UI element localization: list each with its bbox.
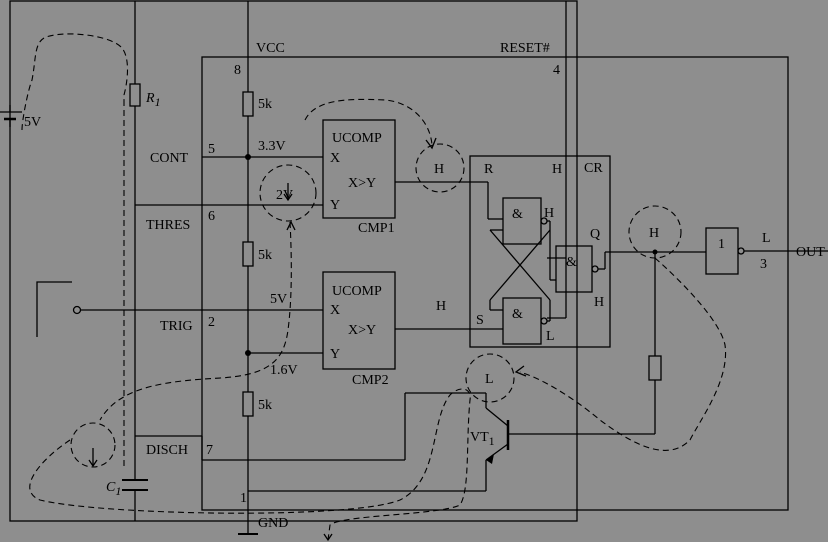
cr-box — [469, 155, 611, 348]
label-trig: TRIG — [160, 319, 193, 334]
label-r1: R1 — [145, 91, 161, 109]
cmp1-title: UCOMP — [332, 131, 382, 146]
label-h-gate1: H — [544, 206, 554, 221]
outer-frame — [9, 0, 578, 522]
pin-3: 3 — [760, 257, 767, 272]
dashed-circle-h-cmp1 — [415, 143, 465, 193]
label-cmp2: CMP2 — [352, 373, 389, 388]
pin-6: 6 — [208, 209, 215, 224]
label-5v-trig: 5V — [270, 292, 287, 307]
junction-trig-ref — [245, 350, 251, 356]
return-path — [29, 388, 471, 541]
label-3-3v: 3.3V — [258, 139, 286, 154]
cmp2-x: X — [330, 303, 340, 318]
r1-resistor — [129, 83, 141, 107]
gate3-symbol: & — [566, 255, 577, 270]
gate2-symbol: & — [512, 307, 523, 322]
pin-1: 1 — [240, 491, 247, 506]
label-disch: DISCH — [146, 443, 188, 458]
label-cmp1: CMP1 — [358, 221, 395, 236]
signal-path-vt — [519, 257, 727, 451]
label-vcc: VCC — [256, 41, 285, 56]
resistor-top — [242, 91, 254, 117]
cmp1-out: X>Y — [348, 176, 376, 191]
pin-5: 5 — [208, 142, 215, 157]
label-r-input: R — [484, 162, 494, 177]
label-s-input: S — [476, 313, 484, 328]
label-res-top: 5k — [258, 97, 272, 112]
cmp2-box — [322, 271, 396, 370]
pin-2: 2 — [208, 315, 215, 330]
dashed-circle-2v — [259, 164, 317, 222]
pin-7: 7 — [206, 443, 213, 458]
label-2v: 2V — [276, 188, 293, 203]
resistor-mid — [242, 241, 254, 267]
label-q: Q — [590, 227, 600, 242]
label-h-r: H — [552, 162, 562, 177]
cmp2-out: X>Y — [348, 323, 376, 338]
junction-cont — [245, 154, 251, 160]
label-cr: CR — [584, 161, 603, 176]
trigger-step — [36, 281, 72, 337]
cmp1-box — [322, 119, 396, 219]
vt1-emitter-arrow — [486, 454, 494, 464]
ic-box — [201, 56, 789, 511]
junction-q — [652, 249, 658, 255]
label-reset: RESET# — [500, 41, 550, 56]
cmp1-y: Y — [330, 198, 340, 213]
trig-terminal — [72, 305, 82, 315]
charge-path-top — [21, 33, 129, 131]
pin-4: 4 — [553, 63, 560, 78]
label-gnd: GND — [258, 516, 288, 531]
label-battery: 5V — [24, 115, 41, 130]
label-l-circle-vt: L — [485, 372, 494, 387]
label-res-bot: 5k — [258, 398, 272, 413]
inverter-symbol: 1 — [718, 237, 725, 252]
label-h-circle-cmp1: H — [434, 162, 444, 177]
label-thres: THRES — [146, 218, 190, 233]
resistor-bottom — [242, 391, 254, 417]
label-h-circle-q: H — [649, 226, 659, 241]
label-l-gate2: L — [546, 329, 555, 344]
label-h-gate3: H — [594, 295, 604, 310]
label-cont: CONT — [150, 151, 189, 166]
cmp2-title: UCOMP — [332, 284, 382, 299]
cmp1-x: X — [330, 151, 340, 166]
label-h-cmp2: H — [436, 299, 446, 314]
gate1-symbol: & — [512, 207, 523, 222]
signal-path-cmp1 — [304, 98, 433, 146]
label-res-mid: 5k — [258, 248, 272, 263]
base-resistor — [648, 355, 662, 381]
label-vt1: VT1 — [470, 430, 495, 448]
cmp2-y: Y — [330, 347, 340, 362]
pin-8: 8 — [234, 63, 241, 78]
label-out: OUT — [796, 245, 825, 260]
dashed-circle-l-vt — [465, 353, 515, 403]
label-out-level: L — [762, 231, 771, 246]
label-1-6v: 1.6V — [270, 363, 298, 378]
label-c1: C1 — [106, 480, 121, 498]
discharge-path — [99, 221, 292, 421]
